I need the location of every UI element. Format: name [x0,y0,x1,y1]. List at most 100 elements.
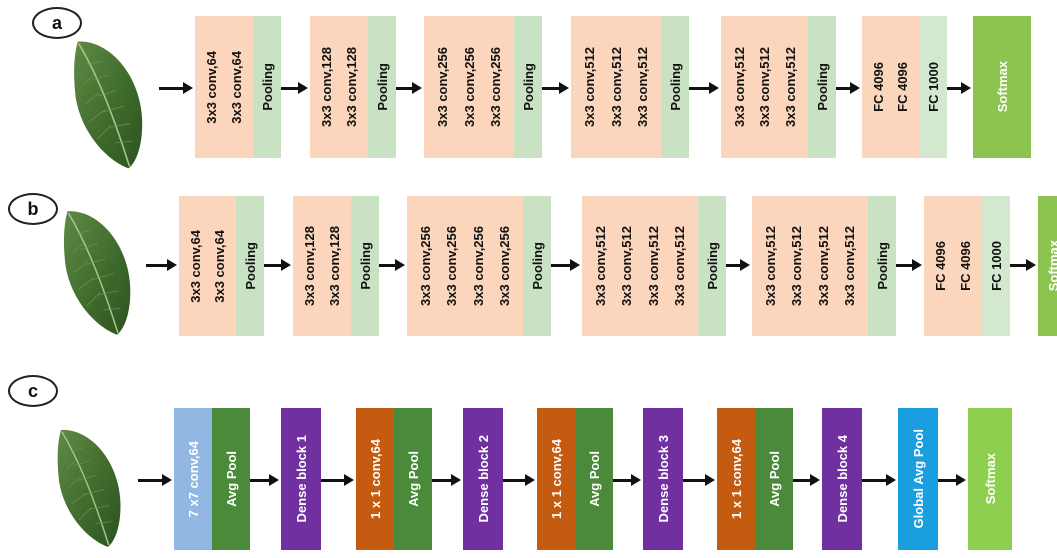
conv-layer-label: 3x3 conv,512 [634,47,650,127]
conv-layers: 3x3 conv,512 3x3 conv,512 3x3 conv,512 3x3 … [752,196,868,336]
conv-layer-label: 3x3 conv,64 [212,229,227,303]
flow-arrow [793,474,820,486]
global-avg-pool-layer: Global Avg Pool [898,408,938,550]
dense-block: Dense block 4 [822,408,862,550]
flow-arrow [862,474,896,486]
avg-pool-layer: Avg Pool [394,408,432,550]
conv-layer-label: 3x3 conv,256 [496,226,512,306]
layer-block-conv: 3x3 conv,512 3x3 conv,512 3x3 conv,512 3x3 … [752,196,896,336]
conv-layer-label: 3x3 conv,512 [841,226,857,306]
softmax-layer: Softmax [973,16,1031,158]
conv-layer-label: 3x3 conv,512 [763,226,779,306]
leaf-image [63,211,131,335]
pooling-layer: Pooling [351,196,379,336]
conv-layer-label: 3x3 conv,512 [757,47,772,127]
conv-layer: 7 x7 conv,64 [174,408,212,550]
dense-block: Dense block 2 [463,408,503,550]
conv-layer-label: 3x3 conv,256 [418,226,434,306]
conv-layer-label: 3x3 conv,128 [326,226,342,306]
conv-layer-label: 3x3 conv,128 [302,226,318,306]
softmax-layer: Softmax [968,408,1012,550]
flow-arrow [432,474,461,486]
conv-layer-label: 7 x7 conv,64 [185,440,201,518]
pooling-layer: Pooling [661,16,689,158]
conv-layer-label: 1 x 1 conv,64 [548,439,564,519]
layer-block-pair: 7 x7 conv,64 Avg Pool [174,408,250,550]
layer-block-pair: 1 x 1 conv,64 Avg Pool [717,408,793,550]
fc-layer-label: FC 4096 [871,62,886,112]
flow-arrow [689,82,719,94]
conv-layer-label: 3x3 conv,256 [435,47,451,127]
fc-layer-label: FC 4096 [933,241,949,291]
pooling-label: Pooling [374,63,390,111]
conv-layer-label: 3x3 conv,512 [608,47,624,127]
flow-arrow [938,474,966,486]
pooling-layer: Pooling [523,196,551,336]
flow-arrow [683,474,715,486]
dense-block-label: Dense block 2 [475,435,491,523]
conv-layer-label: 3x3 conv,512 [789,226,805,306]
conv-layer-label: 3x3 conv,64 [228,50,244,124]
conv-layer-label: 3x3 conv,128 [343,47,359,127]
conv-layer-label: 1 x 1 conv,64 [367,439,383,519]
conv-layer: 1 x 1 conv,64 [356,408,394,550]
flow-arrow [396,82,422,94]
flow-arrow [379,259,405,271]
fc-output-layer: FC 1000 [982,196,1010,336]
pooling-layer: Pooling [808,16,836,158]
pooling-label: Pooling [667,63,683,111]
fc-layer-label: FC 4096 [895,62,910,112]
pooling-layer: Pooling [698,196,726,336]
conv-layer-label: 3x3 conv,256 [461,47,477,127]
pooling-layer: Pooling [236,196,264,336]
flow-arrow [264,259,291,271]
pooling-label: Pooling [242,242,258,290]
conv-layer-label: 3x3 conv,256 [487,47,503,127]
pooling-label: Pooling [814,63,830,111]
pooling-label: Pooling [704,242,720,290]
pooling-layer: Pooling [868,196,896,336]
flow-arrow [947,82,971,94]
conv-layer-label: 3x3 conv,512 [815,226,831,306]
flow-arrow [159,82,193,94]
layer-block-conv: 3x3 conv,128 3x3 conv,128 Pooling [293,196,379,336]
dense-block-label: Dense block 3 [655,435,671,523]
conv-layer-label: 3x3 conv,256 [470,226,486,306]
fc-output-label: FC 1000 [988,241,1004,291]
fc-output-layer: FC 1000 [919,16,947,158]
flow-arrow [321,474,354,486]
avg-pool-layer: Avg Pool [755,408,793,550]
flow-arrow [551,259,580,271]
dense-block-label: Dense block 4 [834,435,850,523]
conv-layer-label: 3x3 conv,256 [444,226,460,306]
flow-arrow [613,474,641,486]
flow-arrow [281,82,308,94]
conv-layer-label: 3x3 conv,512 [619,226,635,306]
fc-layers: FC 4096 FC 4096 [862,16,919,158]
pooling-label: Pooling [357,242,373,290]
avg-pool-label: Avg Pool [586,451,602,507]
avg-pool-label: Avg Pool [223,451,239,507]
softmax-label: Softmax [982,453,998,505]
flow-arrow [1010,259,1036,271]
conv-layer-label: 1 x 1 conv,64 [728,439,744,519]
avg-pool-label: Avg Pool [766,451,782,507]
conv-layers: 3x3 conv,128 3x3 conv,128 [293,196,351,336]
avg-pool-label: Avg Pool [405,451,421,507]
dense-block: Dense block 3 [643,408,683,550]
dense-block-label: Dense block 1 [293,435,309,523]
avg-pool-layer: Avg Pool [212,408,250,550]
fc-output-label: FC 1000 [925,62,941,112]
